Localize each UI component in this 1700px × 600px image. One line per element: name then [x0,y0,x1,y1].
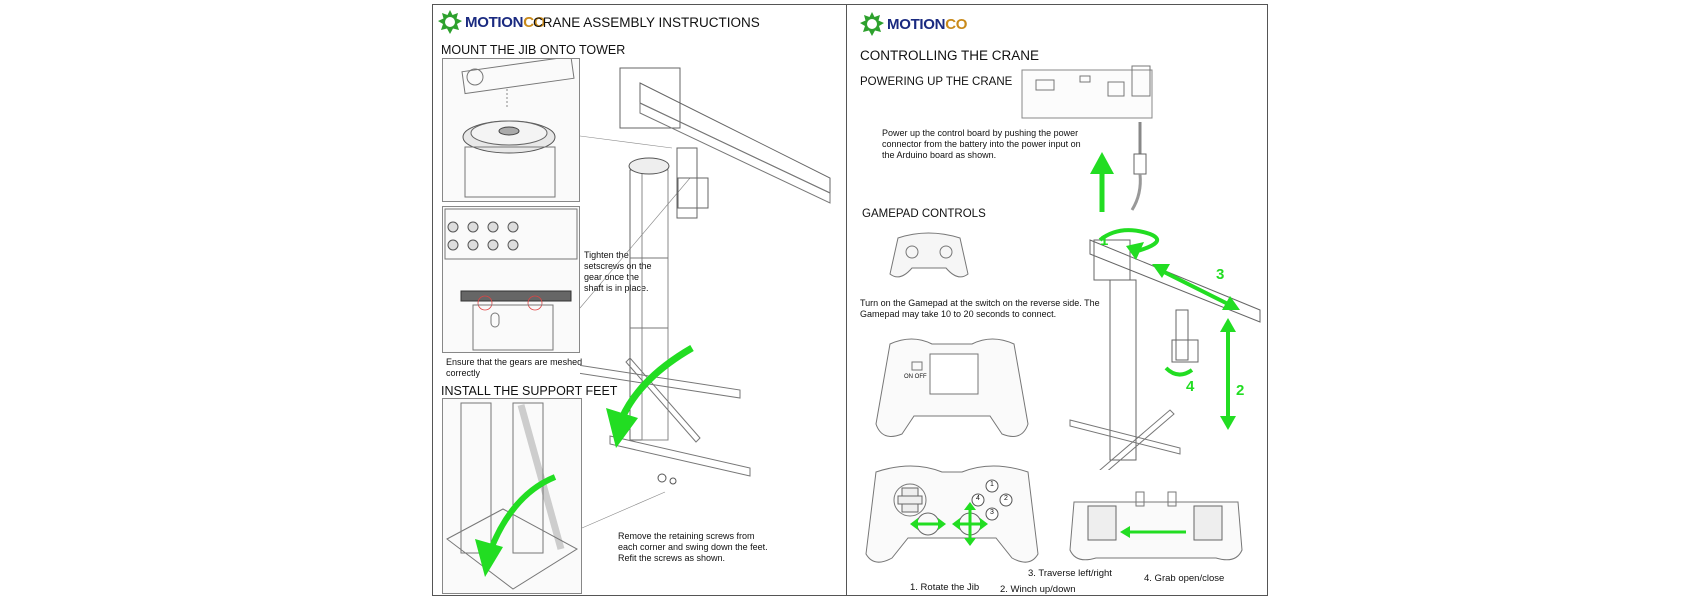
left-page-title: CRANE ASSEMBLY INSTRUCTIONS [533,15,760,30]
gamepad-shoulder-illustration [1069,491,1243,561]
gamepad-rear-illustration [875,338,1029,437]
button-number-4: 4 [976,495,980,502]
retaining-screws-note: Remove the retaining screws from each co… [618,531,768,563]
gear-mesh-panel [442,206,580,353]
gamepad-thumbnail [889,232,969,278]
arrow-label-1: 1 [1100,232,1109,249]
section-heading-mount-jib: MOUNT THE JIB ONTO TOWER [441,43,626,57]
button-number-2: 2 [1004,495,1008,502]
page-divider [846,4,847,596]
section-heading-support-feet: INSTALL THE SUPPORT FEET [441,384,618,398]
arduino-board-illustration [1021,65,1153,212]
crane-tower-illustration [580,67,831,529]
right-page-title: CONTROLLING THE CRANE [860,48,1040,63]
brand-name-part2: CO [945,15,968,33]
control-grab: 4. Grab open/close [1144,573,1225,584]
section-heading-gamepad: GAMEPAD CONTROLS [862,208,986,220]
gear-closeup-panel [442,58,580,202]
support-feet-panel [442,398,582,594]
brand-name-part1: MOTION [465,13,524,31]
gear-logo-icon [860,12,884,36]
gamepad-front-illustration [865,465,1039,563]
arrow-label-2: 2 [1236,382,1245,399]
control-rotate-jib: 1. Rotate the Jib [910,582,980,593]
control-traverse: 3. Traverse left/right [1028,568,1112,579]
arrow-label-4: 4 [1186,378,1195,395]
gear-logo-icon [438,10,462,34]
brand-name-part2: CO [523,13,546,31]
brand-logo-left: MOTIONCO [438,10,545,34]
control-winch: 2. Winch up/down [1000,584,1076,595]
mesh-gears-note: Ensure that the gears are meshed correct… [446,357,583,378]
button-number-3: 3 [990,509,994,516]
gamepad-connect-note: Turn on the Gamepad at the switch on the… [860,298,1100,319]
power-up-note: Power up the control board by pushing th… [882,128,1081,160]
section-heading-powering-up: POWERING UP THE CRANE [860,76,1013,88]
brand-name-part1: MOTION [887,15,946,33]
tighten-setscrews-note: Tighten the setscrews on the gear once t… [584,250,652,293]
crane-controls-illustration [1069,228,1261,470]
brand-logo-right: MOTIONCO [860,12,967,36]
button-number-1: 1 [990,481,994,488]
arrow-label-3: 3 [1216,266,1225,283]
power-switch-label: ON OFF [904,374,927,380]
